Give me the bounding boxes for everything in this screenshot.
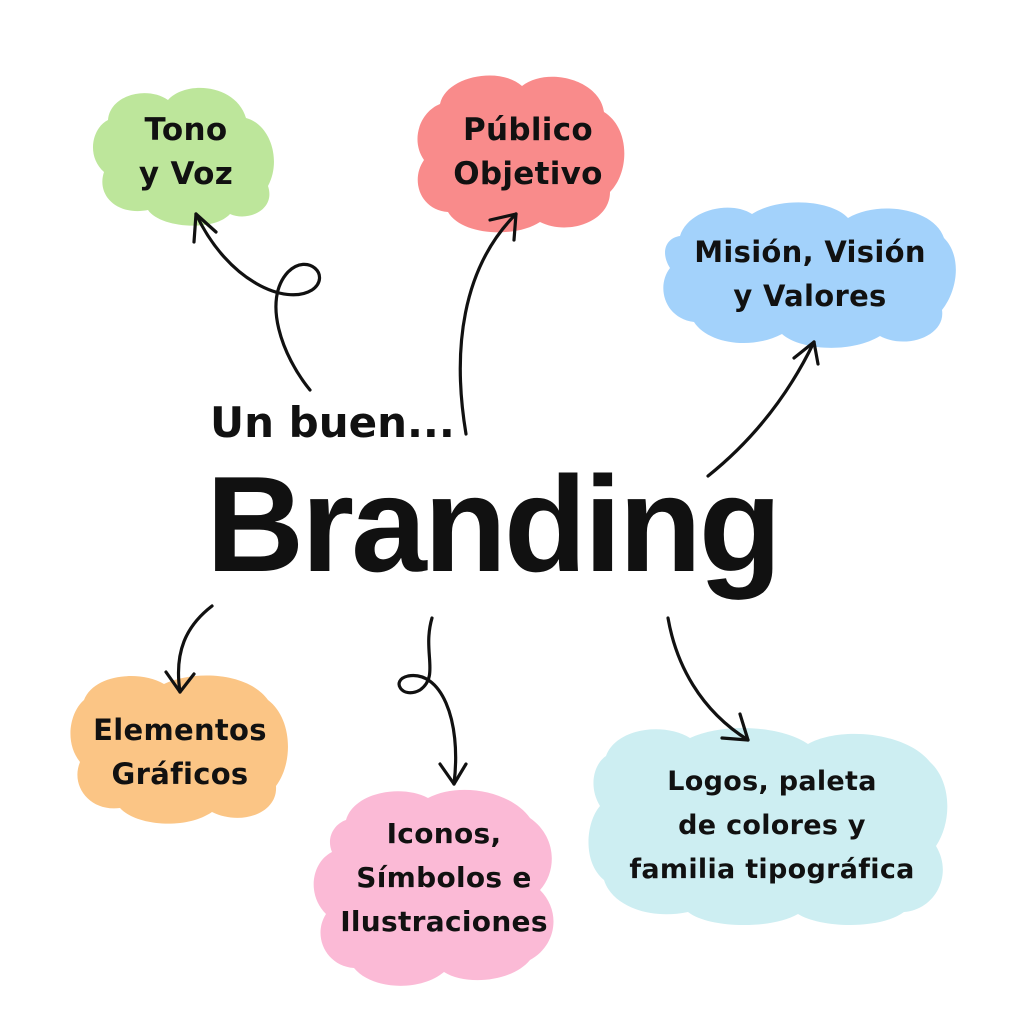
- node-line: familia tipográfica: [629, 854, 915, 885]
- node-line: y Voz: [138, 156, 234, 192]
- node-label-mision: Misión, Visión y Valores: [694, 230, 926, 318]
- page-title: Branding: [206, 448, 782, 600]
- blob-logos: [588, 727, 948, 926]
- intro-text: Un buen...: [210, 398, 455, 447]
- node-line: Símbolos e: [356, 861, 532, 894]
- node-label-tono: Tono y Voz: [139, 108, 233, 196]
- arrow-to-iconos: [397, 616, 468, 786]
- node-label-logos: Logos, paleta de colores y familia tipog…: [629, 760, 914, 892]
- node-label-iconos: Iconos, Símbolos e Ilustraciones: [340, 812, 548, 944]
- arrow-to-elementos: [164, 604, 214, 694]
- node-line: Público: [462, 112, 594, 148]
- node-line: Ilustraciones: [340, 905, 548, 938]
- node-line: Misión, Visión: [694, 235, 926, 269]
- blob-elementos: [70, 675, 288, 824]
- arrow-to-publico: [458, 212, 518, 436]
- blob-publico: [417, 75, 625, 233]
- node-label-elementos: Elementos Gráficos: [93, 708, 267, 796]
- node-line: Gráficos: [111, 757, 249, 791]
- blob-iconos: [313, 789, 554, 986]
- arrow-to-logos: [666, 616, 750, 742]
- node-label-publico: Público Objetivo: [453, 108, 603, 196]
- node-line: Logos, paleta: [667, 766, 877, 797]
- node-line: Iconos,: [386, 817, 502, 850]
- node-line: y Valores: [733, 279, 887, 313]
- node-line: Objetivo: [453, 156, 603, 192]
- node-line: Elementos: [93, 713, 267, 747]
- arrow-to-mision: [706, 340, 820, 478]
- node-line: Tono: [144, 112, 228, 148]
- arrow-to-tono: [192, 212, 322, 392]
- blob-tono: [92, 87, 274, 226]
- blob-mision: [663, 202, 956, 348]
- node-line: de colores y: [678, 810, 866, 841]
